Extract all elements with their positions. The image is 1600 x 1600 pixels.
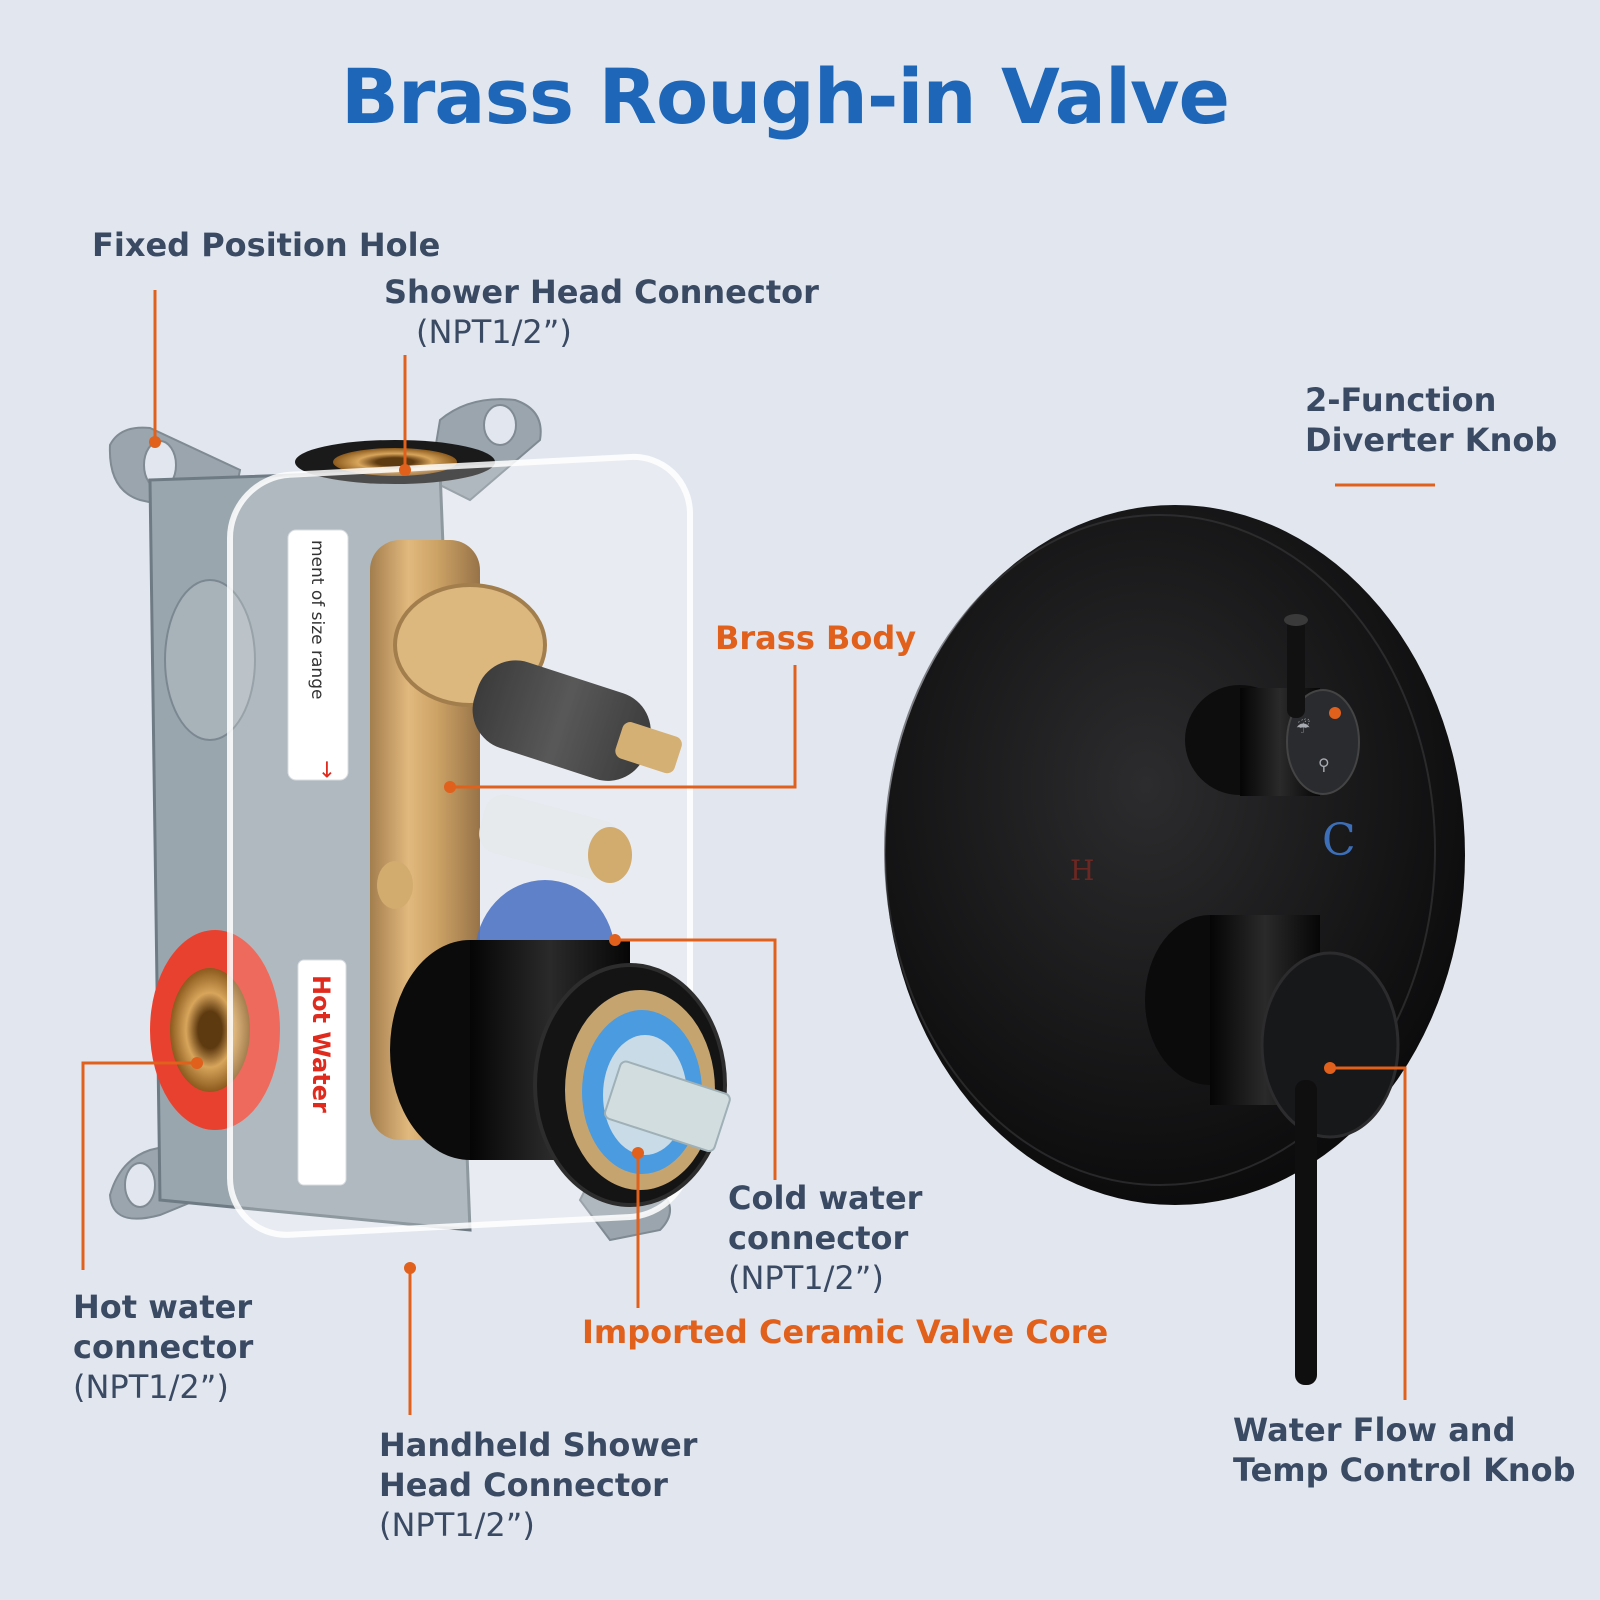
label-sub: (NPT1/2”) bbox=[728, 1259, 884, 1297]
label-line: connector bbox=[73, 1328, 254, 1366]
label-line: Water Flow and bbox=[1233, 1411, 1516, 1449]
label-line: 2-Function bbox=[1305, 381, 1497, 419]
label-sub: (NPT1/2”) bbox=[379, 1506, 535, 1544]
leader-brass-body bbox=[450, 665, 797, 789]
leader-dots bbox=[149, 436, 1341, 1274]
leader-cold-connector bbox=[615, 938, 777, 1180]
label-line: Diverter Knob bbox=[1305, 421, 1558, 459]
size-sticker-text: ment of size range bbox=[307, 540, 327, 699]
diverter-knob: ☔ ⚲ bbox=[1185, 614, 1360, 796]
trim-plate: ☔ ⚲ C H bbox=[884, 505, 1465, 1385]
arrow-icon: → bbox=[314, 760, 339, 778]
label-fixed-position-hole: Fixed Position Hole bbox=[92, 225, 440, 265]
cold-mark: C bbox=[1322, 815, 1356, 866]
label-line: Head Connector bbox=[379, 1466, 668, 1504]
page-title: Brass Rough-in Valve bbox=[340, 52, 1230, 141]
label-sub: (NPT1/2”) bbox=[416, 313, 572, 351]
hot-water-sticker-text: Hot Water bbox=[307, 975, 335, 1113]
size-sticker: ment of size range → bbox=[287, 529, 349, 781]
label-line: Imported Ceramic Valve Core bbox=[582, 1313, 1109, 1351]
label-water-flow-knob: Water Flow and Temp Control Knob bbox=[1233, 1410, 1576, 1490]
label-cold-water-connector: Cold water connector (NPT1/2”) bbox=[728, 1178, 922, 1298]
label-line: Fixed Position Hole bbox=[92, 226, 441, 264]
leader-control-knob bbox=[1330, 1066, 1407, 1400]
label-shower-head-connector: Shower Head Connector (NPT1/2”) bbox=[384, 272, 819, 352]
label-line: Brass Body bbox=[715, 619, 917, 657]
label-brass-body: Brass Body bbox=[715, 618, 916, 658]
rain-shower-icon: ☔ bbox=[1296, 717, 1310, 737]
handheld-shower-icon: ⚲ bbox=[1318, 755, 1330, 774]
mounting-box: ment of size range → Hot Water bbox=[108, 398, 731, 1242]
label-sub: (NPT1/2”) bbox=[73, 1368, 229, 1406]
stop-plug bbox=[478, 794, 621, 880]
hot-mark: H bbox=[1070, 854, 1094, 887]
control-knob bbox=[1145, 915, 1400, 1385]
label-line: connector bbox=[728, 1219, 909, 1257]
leader-lines bbox=[81, 290, 1435, 1415]
control-lever bbox=[1295, 1080, 1317, 1385]
label-diverter-knob: 2-Function Diverter Knob bbox=[1305, 380, 1557, 460]
label-line: Cold water bbox=[728, 1179, 923, 1217]
brass-port bbox=[377, 861, 413, 909]
label-line: Shower Head Connector bbox=[384, 273, 819, 311]
diverter-spline bbox=[615, 722, 682, 774]
diverter-stem-cap bbox=[472, 660, 651, 781]
label-line: Hot water bbox=[73, 1288, 253, 1326]
label-line: Temp Control Knob bbox=[1233, 1451, 1576, 1489]
label-ceramic-valve-core: Imported Ceramic Valve Core bbox=[582, 1312, 1108, 1352]
plug-thread bbox=[588, 827, 632, 883]
label-handheld-connector: Handheld Shower Head Connector (NPT1/2”) bbox=[379, 1425, 697, 1545]
leader-hot-connector bbox=[81, 1061, 197, 1270]
fixed-position-hole bbox=[124, 1162, 156, 1208]
label-line: Handheld Shower bbox=[379, 1426, 698, 1464]
hot-water-sticker: Hot Water bbox=[297, 959, 347, 1186]
label-hot-water-connector: Hot water connector (NPT1/2”) bbox=[73, 1287, 253, 1407]
valve-cartridge bbox=[390, 940, 731, 1207]
fixed-position-hole bbox=[483, 404, 517, 446]
